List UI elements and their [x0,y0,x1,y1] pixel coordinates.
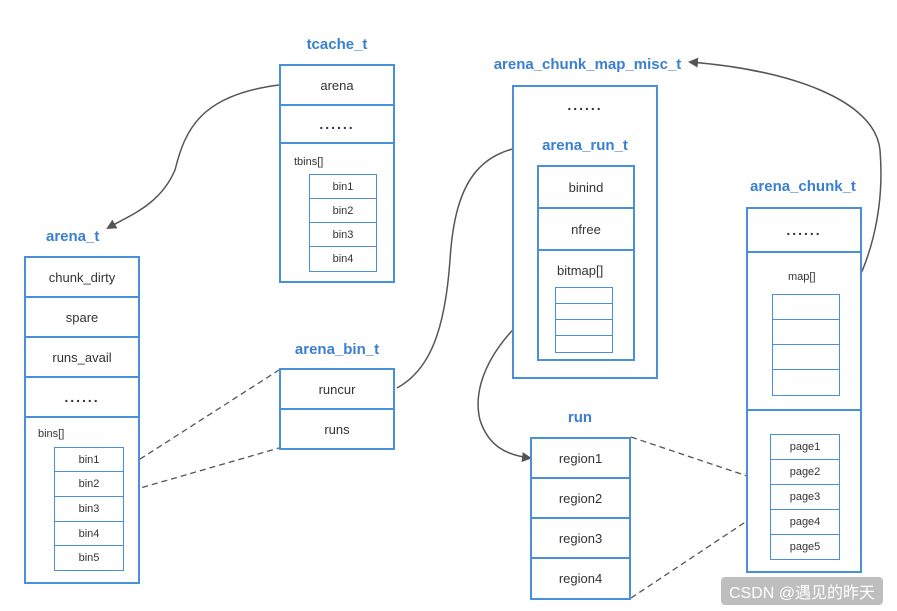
chunk-box: ...... map[] page1 page2 page3 page4 pag… [746,207,862,573]
map-misc-dots: ...... [567,97,603,113]
bitmap-cell [556,304,612,320]
tbins-array: bin1 bin2 bin3 bin4 [309,174,377,272]
arena-run-row-nfree: nfree [539,209,633,251]
tbins-label: tbins[] [294,156,324,168]
dashed-region4-to-page3 [630,506,769,599]
arena-row-runs-avail: runs_avail [26,338,138,378]
arena-bin-title: arena_bin_t [294,341,380,358]
arena-run-box: binind nfree bitmap[] [537,165,635,361]
chunk-title: arena_chunk_t [750,178,856,195]
bins-array: bin1 bin2 bin3 bin4 bin5 [54,447,124,571]
page3: page3 [771,485,839,510]
page5: page5 [789,541,821,553]
run-row-region2: region2 [532,479,629,519]
bins-bin4: bin4 [55,522,123,546]
map-misc-title: arena_chunk_map_misc_t [493,56,682,73]
map-array [772,294,840,396]
bitmap-cell [556,288,612,304]
tcache-row-dots: ...... [281,106,393,144]
arena-box: chunk_dirty spare runs_avail ...... bins… [24,256,140,584]
arrow-map-to-chunk-map-misc [688,57,882,311]
arena-bin-row-runs: runs [324,421,350,437]
arrow-tcache-to-arena [106,84,280,230]
dashed-bin1-to-arena-bin [122,369,280,471]
run-box: region1 region2 region3 region4 [530,437,631,600]
arena-title: arena_t [46,228,100,245]
map-cell [773,320,839,345]
arena-bin-row-runcur: runcur [281,370,393,410]
arena-run-bitmap-label: bitmap[] [557,263,604,278]
page1: page1 [771,435,839,460]
bitmap-cell [556,320,612,336]
map-cell [773,345,839,370]
tbins-bin1: bin1 [310,175,376,199]
bins-bin1: bin1 [55,448,123,472]
page4: page4 [771,510,839,535]
dashed-region1-to-page3 [630,436,769,484]
bins-bin3: bin3 [55,497,123,522]
tcache-box: arena ...... tbins[] bin1 bin2 bin3 bin4 [279,64,395,283]
bitmap-cell [556,336,612,352]
map-misc-box: ...... arena_run_t binind nfree bitmap[] [512,85,658,379]
csdn-watermark: CSDN @遇见的昨天 [720,577,883,605]
tcache-row-arena: arena [281,66,393,106]
bins-bin5: bin5 [78,552,100,564]
bins-label: bins[] [38,428,65,440]
arena-row-spare: spare [26,298,138,338]
run-title: run [567,409,593,426]
run-row-region1: region1 [532,439,629,479]
tcache-title: tcache_t [306,36,368,53]
tbins-bin3: bin3 [310,223,376,247]
bins-bin2: bin2 [55,472,123,497]
arena-bin-box: runcur runs [279,368,395,450]
bitmap-array [555,287,613,353]
tbins-bin2: bin2 [310,199,376,223]
chunk-row-dots: ...... [748,209,860,253]
arrow-runcur-to-arena-run [396,140,537,389]
pages-array: page1 page2 page3 page4 page5 [770,434,840,560]
map-cell [773,295,839,320]
dashed-bin2-to-arena-bin [122,447,280,494]
tbins-bin4: bin4 [332,253,354,265]
run-row-region3: region3 [532,519,629,559]
page2: page2 [771,460,839,485]
map-label: map[] [788,271,816,283]
arena-run-row-binind: binind [539,167,633,209]
run-row-region4: region4 [558,571,603,586]
arena-run-title: arena_run_t [542,137,628,154]
map-cell [773,370,839,395]
chunk-divider [748,409,860,411]
arena-row-dots: ...... [26,378,138,418]
arena-row-chunk-dirty: chunk_dirty [26,258,138,298]
